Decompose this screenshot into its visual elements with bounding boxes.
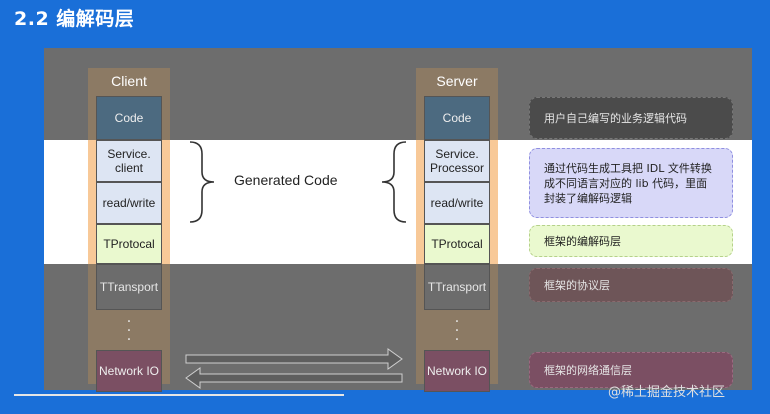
server-code-layer: Code: [424, 96, 490, 140]
client-title: Client: [111, 73, 147, 89]
note-protocol-layer: 框架的协议层: [529, 268, 733, 302]
client-read-write-layer: read/write: [96, 182, 162, 224]
server-network-layer: Network IO: [424, 350, 490, 392]
server-ttransport-layer: TTransport: [424, 264, 490, 310]
note-codec-layer: 框架的编解码层: [529, 225, 733, 257]
generated-code-label: Generated Code: [234, 172, 338, 188]
slide-title: 2.2 编解码层: [14, 8, 135, 30]
client-network-layer: Network IO: [96, 350, 162, 392]
server-read-write-layer: read/write: [424, 182, 490, 224]
note-user-code: 用户自己编写的业务逻辑代码: [529, 97, 733, 139]
client-service-layer: Service. client: [96, 140, 162, 182]
server-tprotocol-layer: TProtocal: [424, 224, 490, 264]
video-progress-bar[interactable]: [14, 394, 344, 396]
bidirectional-arrows-icon: [185, 348, 403, 389]
note-network-layer: 框架的网络通信层: [529, 352, 733, 388]
client-code-layer: Code: [96, 96, 162, 140]
client-ttransport-layer: TTransport: [96, 264, 162, 310]
left-brace-icon: [189, 141, 215, 223]
right-brace-icon: [381, 141, 407, 223]
client-ellipsis: · · ·: [126, 314, 132, 348]
note-generated-code: 通过代码生成工具把 IDL 文件转换成不同语言对应的 lib 代码，里面封装了编…: [529, 148, 733, 218]
server-service-layer: Service. Processor: [424, 140, 490, 182]
server-ellipsis: · · ·: [454, 314, 460, 348]
client-tprotocol-layer: TProtocal: [96, 224, 162, 264]
watermark: @稀土掘金技术社区: [608, 385, 726, 400]
server-title: Server: [436, 73, 478, 89]
